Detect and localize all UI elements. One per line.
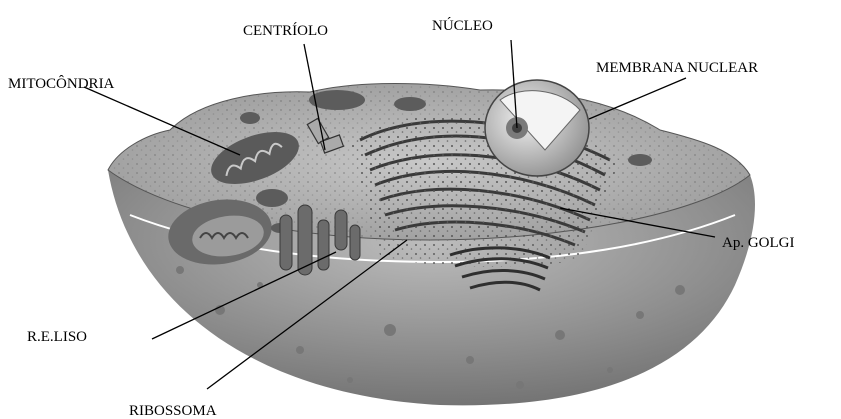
leader-membrana-nuclear (589, 78, 686, 119)
label-membrana-nuclear: MEMBRANA NUCLEAR (596, 60, 758, 76)
nucleus-organelle (485, 80, 589, 176)
label-nucleo: NÚCLEO (432, 17, 493, 34)
cell-illustration (108, 80, 755, 405)
label-ribossoma: RIBOSSOMA (129, 403, 217, 419)
label-mitocondria: MITOCÔNDRIA (8, 75, 115, 92)
label-golgi: Ap. GOLGI (722, 235, 795, 251)
label-re-liso: R.E.LISO (27, 329, 87, 345)
label-centriolo: CENTRÍOLO (243, 22, 328, 39)
